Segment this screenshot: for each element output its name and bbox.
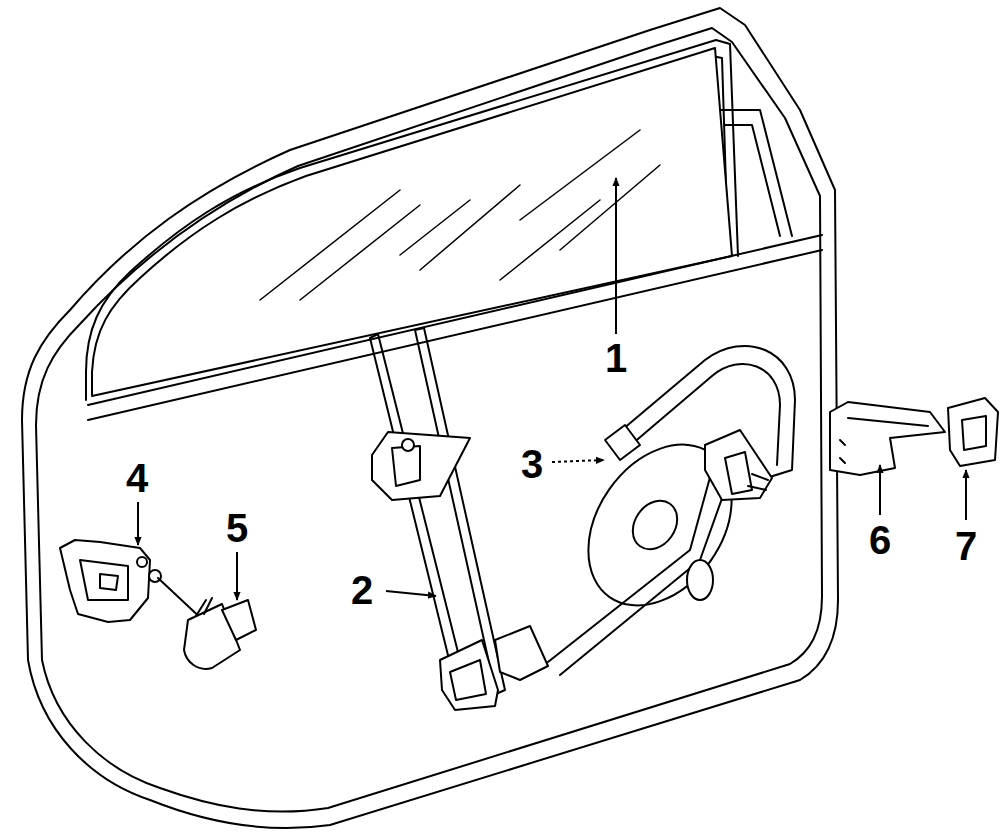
window-cable [548, 346, 795, 675]
leader-line [236, 552, 238, 600]
belt-line [88, 235, 822, 420]
actuator-bracket [222, 600, 256, 640]
window-glass [92, 48, 732, 396]
callout-number: 1 [605, 338, 627, 378]
leader-line [615, 178, 617, 334]
window-frame [86, 40, 738, 400]
cable-clip [605, 425, 640, 460]
leader-line [137, 502, 139, 545]
leader-line [879, 465, 881, 515]
leader-line [965, 470, 967, 520]
motor-shaft [748, 474, 768, 490]
door-striker [948, 398, 998, 466]
callout-number: 3 [521, 444, 543, 484]
callout-number: 4 [126, 458, 148, 498]
actuator-rod [196, 598, 212, 616]
motor-hub [624, 492, 687, 558]
door-shell-inner [36, 28, 822, 812]
callout-number: 6 [869, 520, 891, 560]
regulator-rail [415, 328, 505, 694]
door-shell [22, 8, 838, 828]
glass-glare [260, 130, 660, 300]
regulator-bracket [372, 432, 470, 500]
rear-frame [720, 110, 792, 236]
callout-number: 2 [351, 570, 373, 610]
door-latch [60, 540, 150, 622]
leader-line [552, 460, 604, 462]
regulator-rail [370, 334, 470, 704]
leader-line [386, 591, 436, 596]
callout-number: 7 [955, 526, 977, 566]
door-hinge [830, 402, 945, 475]
regulator-lower-bracket [440, 640, 498, 710]
regulator-slider [495, 626, 548, 680]
motor-body [705, 430, 772, 500]
callout-number: 5 [226, 508, 248, 548]
